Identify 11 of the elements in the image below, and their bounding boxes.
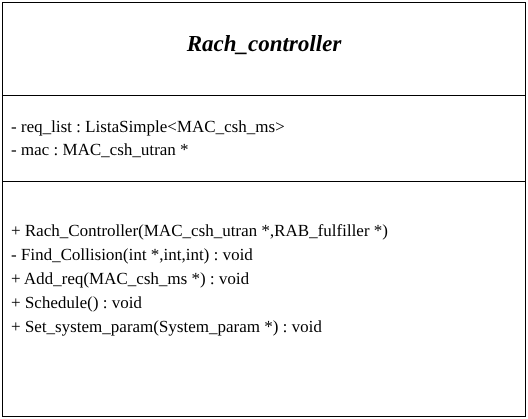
attribute-text: - mac : MAC_csh_utran * [11,140,189,160]
operation-text: + Set_system_param(System_param *) : void [11,317,322,337]
operation-text: + Add_req(MAC_csh_ms *) : void [11,269,250,289]
class-name: Rach_controller [186,31,342,57]
operation-text: - Find_Collision(int *,int,int) : void [11,245,253,265]
class-name-compartment [2,2,526,96]
attribute-text: - req_list : ListaSimple<MAC_csh_ms> [11,117,285,137]
operation-text: + Rach_Controller(MAC_csh_utran *,RAB_fulfiller *) [11,221,388,241]
operation-text: + Schedule() : void [11,293,142,313]
operation-compartment [2,181,526,417]
attribute-compartment [2,95,526,182]
